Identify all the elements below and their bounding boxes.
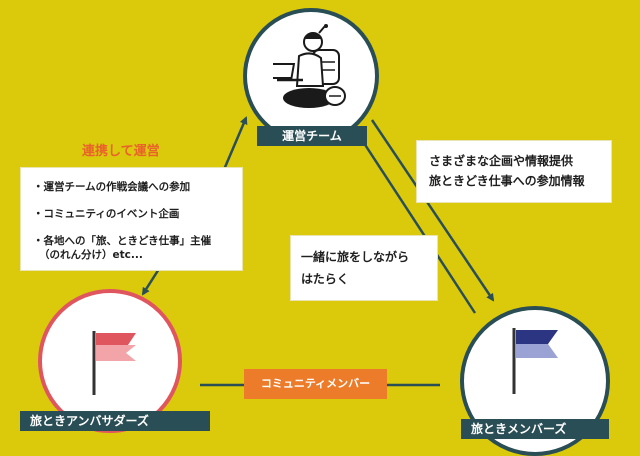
info-provision-panel: さまざまな企画や情報提供 旅ときどき仕事への参加情報 — [416, 140, 612, 203]
travel-work-line-2: はたらく — [301, 272, 349, 286]
community-member-badge: コミュニティメンバー — [244, 369, 387, 399]
info-provision-line-2: 旅ときどき仕事への参加情報 — [429, 174, 585, 188]
travel-work-panel: 一緒に旅をしながら はたらく — [290, 235, 438, 301]
ambassadors-node — [38, 289, 182, 433]
navy-blue-flag-icon — [512, 328, 558, 394]
list-item: ・運営チームの作戦会議への参加 — [33, 181, 191, 193]
travel-work-line-1: 一緒に旅をしながら — [301, 250, 410, 264]
list-item: ・コミュニティのイベント企画 — [33, 208, 180, 220]
members-label: 旅ときメンバーズ — [461, 419, 609, 439]
operations-label: 運営チーム — [257, 126, 367, 146]
ambassadors-label: 旅ときアンバサダーズ — [20, 411, 210, 431]
operations-node — [243, 8, 379, 144]
arrow-to-operations-from-members — [358, 135, 477, 314]
arrow-to-members — [370, 119, 495, 302]
left-panel-heading: 連携して運営 — [82, 144, 160, 159]
traveler-with-laptop-icon — [273, 24, 346, 108]
info-provision-line-1: さまざまな企画や情報提供 — [429, 154, 574, 168]
ambassador-activities-panel: ・運営チームの作戦会議への参加 ・コミュニティのイベント企画 ・各地への「旅、と… — [20, 167, 243, 271]
red-pink-flag-icon — [92, 331, 136, 395]
list-item: ・各地への「旅、ときどき仕事」主催 （のれん分け）etc... — [33, 235, 212, 261]
